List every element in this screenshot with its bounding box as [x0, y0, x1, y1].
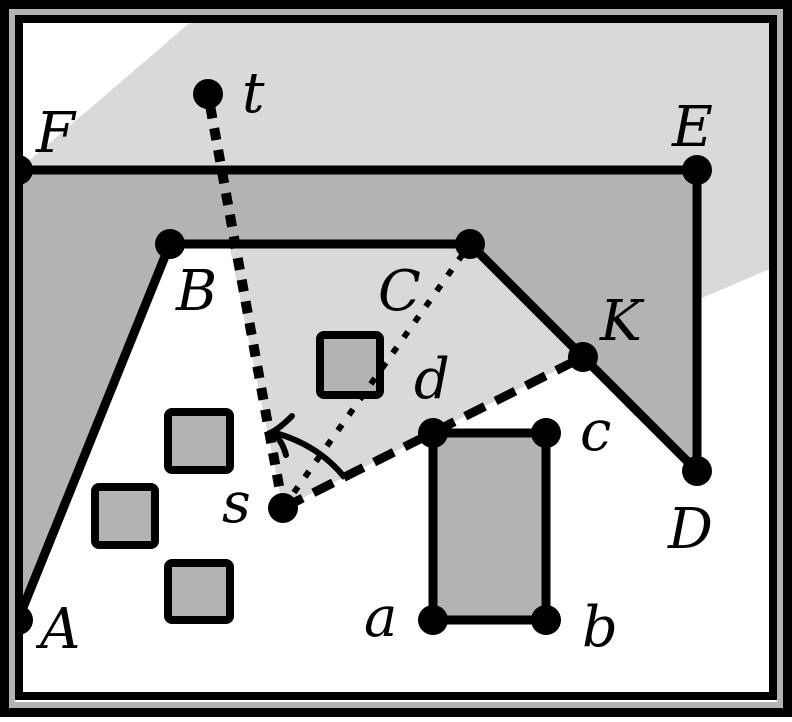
obstacle-square-1 — [316, 331, 384, 399]
vertex-d — [418, 418, 448, 448]
vertex-B — [155, 229, 185, 259]
label-a: a — [364, 585, 397, 650]
obstacle-squares — [91, 331, 384, 624]
obstacle-square-4 — [164, 559, 234, 624]
label-F: F — [35, 101, 77, 166]
label-K: K — [599, 289, 645, 354]
point-t — [193, 79, 223, 109]
vertex-C — [455, 229, 485, 259]
label-C: C — [378, 259, 421, 324]
label-c: c — [580, 399, 611, 464]
frame-inner — [15, 15, 777, 700]
rotation-arc-arrow — [271, 429, 348, 480]
sightline-s-C — [280, 242, 473, 510]
label-d: d — [414, 347, 450, 412]
frame-band — [9, 9, 783, 708]
light-visibility-wedge — [229, 244, 583, 508]
obstacle-square-3 — [91, 483, 159, 549]
label-A: A — [35, 597, 80, 662]
vertex-K — [568, 342, 598, 372]
label-E: E — [671, 95, 713, 160]
label-D: D — [667, 497, 713, 562]
obstacle-square-2 — [164, 408, 234, 474]
label-s: s — [222, 471, 251, 536]
vertex-a — [418, 605, 448, 635]
vertex-labels: F E B C K D A t s a b c d — [35, 61, 713, 662]
vertex-E — [682, 155, 712, 185]
label-t: t — [242, 61, 265, 126]
arrowhead-icon — [266, 413, 295, 458]
dark-region-polygon — [18, 170, 697, 620]
point-s — [268, 493, 298, 523]
sightline-s-t — [203, 93, 288, 509]
vertex-D — [682, 456, 712, 486]
obstacle-rectangle-abcd — [428, 428, 551, 625]
vertex-b — [531, 605, 561, 635]
label-B: B — [175, 259, 217, 324]
sightline-s-K — [280, 352, 586, 513]
label-b: b — [582, 595, 618, 660]
vertex-c — [531, 418, 561, 448]
